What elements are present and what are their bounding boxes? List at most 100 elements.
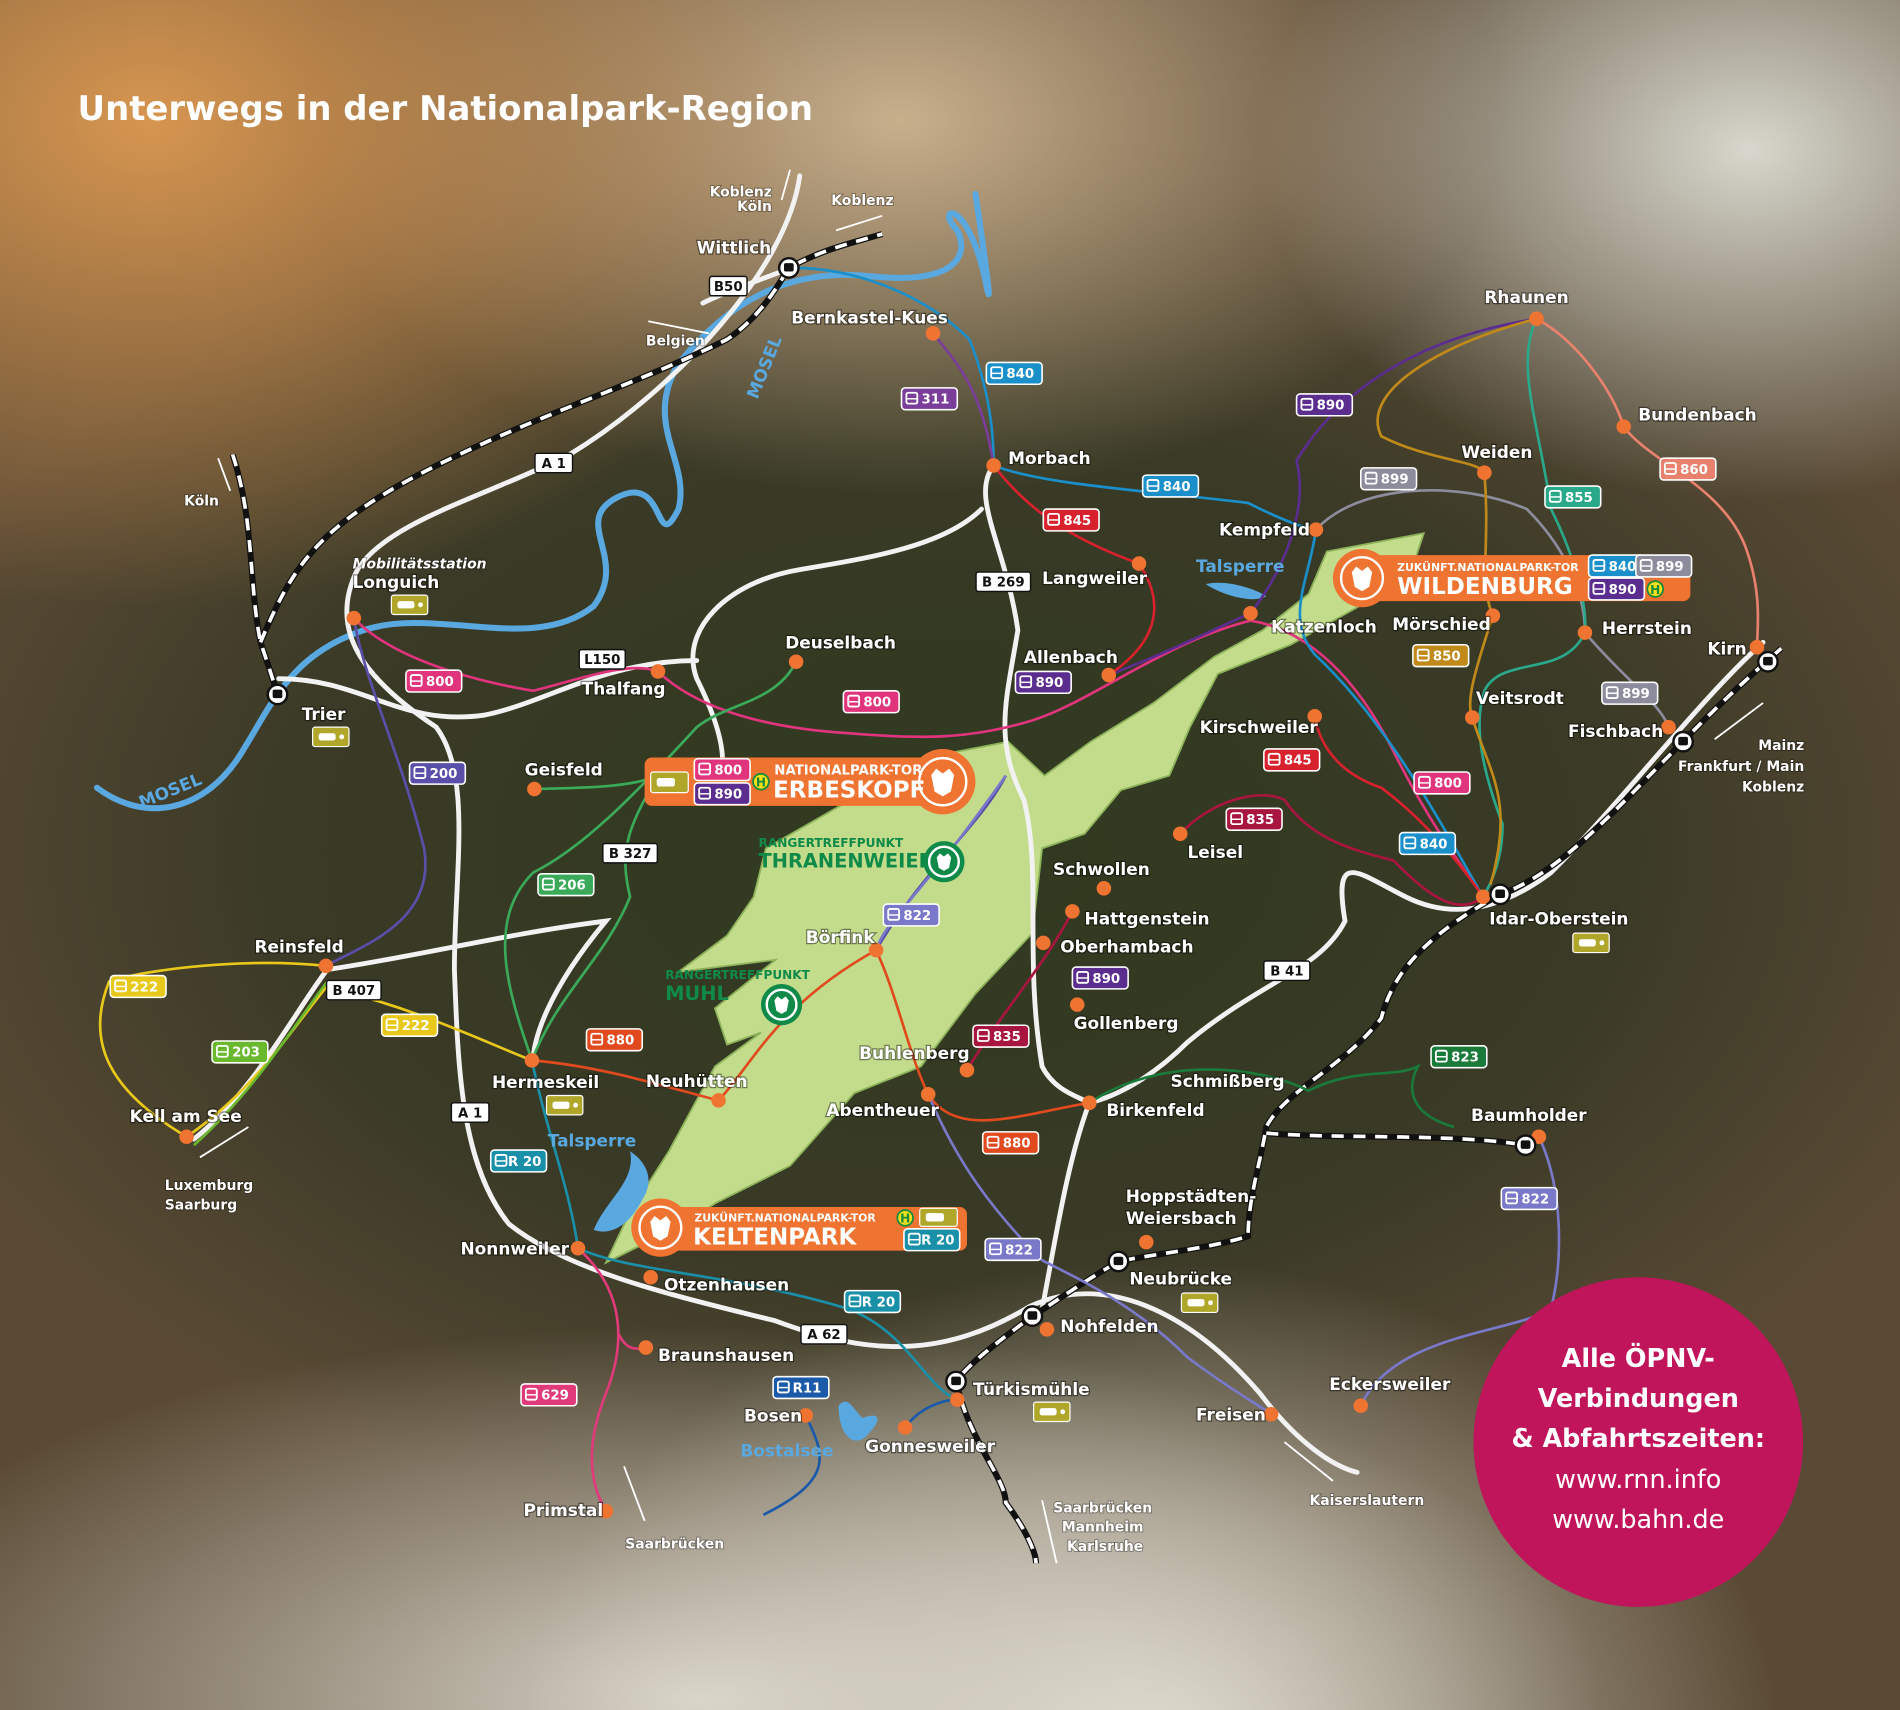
stop-marker[interactable] — [920, 1087, 936, 1102]
place-abentheuer[interactable]: Abentheuer — [825, 1099, 940, 1121]
place-braunshausen[interactable]: Braunshausen — [657, 1344, 796, 1366]
bus-line-badge[interactable]: 860 — [1659, 457, 1717, 481]
place-neubrücke[interactable]: Neubrücke — [1128, 1267, 1233, 1289]
stop-marker[interactable] — [1172, 826, 1188, 842]
stop-marker[interactable] — [897, 1420, 913, 1435]
bus-line-badge[interactable]: 222 — [109, 974, 167, 999]
stop-marker[interactable] — [1577, 625, 1593, 640]
place-langweiler[interactable]: Langweiler — [1041, 567, 1149, 589]
bus-line-badge[interactable]: 800 — [842, 690, 900, 714]
place-bosen[interactable]: Bosen — [743, 1404, 804, 1426]
place-bundenbach[interactable]: Bundenbach — [1637, 403, 1758, 425]
place-schmißberg[interactable]: Schmißberg — [1169, 1070, 1286, 1092]
bus-line-badge[interactable]: 629 — [520, 1383, 578, 1407]
stop-marker[interactable] — [179, 1129, 194, 1144]
stop-marker[interactable] — [1353, 1398, 1369, 1414]
train-station-icon[interactable] — [777, 257, 800, 279]
place-trier[interactable]: Trier — [301, 703, 348, 725]
stop-marker[interactable] — [1131, 556, 1147, 571]
stop-marker[interactable] — [643, 1270, 658, 1285]
info-circle[interactable]: Alle ÖPNV- Verbindungen & Abfahrtszeiten… — [1473, 1277, 1804, 1607]
bus-line-badge[interactable]: 845 — [1263, 748, 1321, 772]
stop-marker[interactable] — [1065, 904, 1080, 919]
stop-marker[interactable] — [1475, 889, 1491, 905]
place-weiden[interactable]: Weiden — [1460, 441, 1534, 463]
bus-line-badge[interactable]: 800 — [693, 757, 751, 782]
bus-line-badge[interactable]: 840 — [1587, 554, 1646, 578]
train-station-icon[interactable] — [1514, 1134, 1537, 1157]
bus-line-badge[interactable]: 890 — [1014, 670, 1072, 695]
train-station-icon[interactable] — [1489, 883, 1512, 906]
bus-line-badge[interactable]: 835 — [972, 1024, 1030, 1048]
stop-marker[interactable] — [570, 1240, 586, 1256]
bus-line-badge[interactable]: 890 — [1587, 577, 1646, 601]
bus-line-badge[interactable]: 822 — [882, 903, 940, 927]
stop-marker[interactable] — [638, 1340, 654, 1355]
place-idar-oberstein[interactable]: Idar-Oberstein — [1488, 907, 1630, 929]
place-freisen[interactable]: Freisen — [1195, 1403, 1267, 1425]
train-station-icon[interactable] — [266, 683, 289, 706]
bus-line-badge[interactable]: 822 — [1500, 1186, 1558, 1211]
place-primstal[interactable]: Primstal — [522, 1499, 604, 1521]
place-gonnesweiler[interactable]: Gonnesweiler — [864, 1435, 997, 1457]
bus-line-badge[interactable]: R 20 — [843, 1289, 902, 1314]
stop-marker[interactable] — [798, 1408, 814, 1423]
place-hermeskeil[interactable]: Hermeskeil — [491, 1071, 601, 1093]
place-neuhütten[interactable]: Neuhütten — [645, 1070, 749, 1092]
link-rnn[interactable]: www.rnn.info — [1555, 1464, 1721, 1494]
bus-line-badge[interactable]: 311 — [900, 387, 959, 411]
stop-marker[interactable] — [950, 1392, 965, 1407]
bus-line-badge[interactable]: 899 — [1359, 467, 1418, 491]
train-station-icon[interactable] — [1757, 650, 1779, 673]
place-baumholder[interactable]: Baumholder — [1470, 1104, 1589, 1126]
stop-marker[interactable] — [1477, 465, 1492, 480]
place-leisel[interactable]: Leisel — [1186, 841, 1244, 863]
place-mörschied[interactable]: Mörschied — [1391, 613, 1492, 635]
place-nonnweiler[interactable]: Nonnweiler — [459, 1237, 571, 1259]
stop-marker[interactable] — [524, 1053, 540, 1068]
stop-marker[interactable] — [527, 781, 542, 797]
stop-marker[interactable] — [986, 458, 1001, 473]
stop-marker[interactable] — [598, 1503, 614, 1519]
train-station-icon[interactable] — [1672, 730, 1695, 753]
bus-line-badge[interactable]: R11 — [772, 1375, 830, 1400]
bus-line-badge[interactable]: 206 — [537, 872, 595, 897]
place-nohfelden[interactable]: Nohfelden — [1059, 1315, 1160, 1337]
stop-marker[interactable] — [1485, 608, 1501, 623]
bus-line-badge[interactable]: 899 — [1601, 681, 1659, 705]
stop-marker[interactable] — [1749, 639, 1765, 655]
place-börfink[interactable]: Börfink — [805, 926, 877, 948]
stop-marker[interactable] — [1661, 719, 1676, 735]
bus-line-badge[interactable]: 800 — [1413, 771, 1471, 795]
train-station-icon[interactable] — [1107, 1250, 1130, 1273]
stop-marker[interactable] — [1101, 667, 1117, 683]
place-kirschweiler[interactable]: Kirschweiler — [1198, 716, 1319, 738]
place-allenbach[interactable]: Allenbach — [1023, 646, 1119, 668]
stop-marker[interactable] — [1082, 1095, 1097, 1111]
stop-marker[interactable] — [650, 664, 666, 679]
place-kirn[interactable]: Kirn — [1706, 637, 1748, 659]
bus-line-badge[interactable]: 845 — [1042, 508, 1100, 532]
bus-line-badge[interactable]: R 20 — [903, 1228, 961, 1252]
bus-line-badge[interactable]: 890 — [1295, 393, 1354, 417]
stop-marker[interactable] — [1529, 311, 1544, 327]
bus-line-badge[interactable]: 200 — [408, 761, 467, 785]
link-bahn[interactable]: www.bahn.de — [1552, 1504, 1724, 1534]
place-kell-am-see[interactable]: Kell am See — [128, 1105, 243, 1127]
place-reinsfeld[interactable]: Reinsfeld — [253, 935, 345, 957]
place-wittlich[interactable]: Wittlich — [696, 236, 773, 258]
place-hoppstädten[interactable]: Hoppstädten- — [1124, 1185, 1257, 1207]
place-longuich[interactable]: Longuich — [351, 571, 440, 593]
bus-line-badge[interactable]: 840 — [1141, 474, 1200, 498]
place-veitsrodt[interactable]: Veitsrodt — [1475, 687, 1565, 709]
bus-line-badge[interactable]: 890 — [693, 782, 751, 806]
place-thalfang[interactable]: Thalfang — [580, 677, 666, 699]
bus-line-badge[interactable]: 835 — [1225, 807, 1283, 831]
bus-line-badge[interactable]: 880 — [981, 1131, 1040, 1155]
stop-marker[interactable] — [1307, 708, 1323, 724]
stop-marker[interactable] — [1096, 881, 1112, 896]
